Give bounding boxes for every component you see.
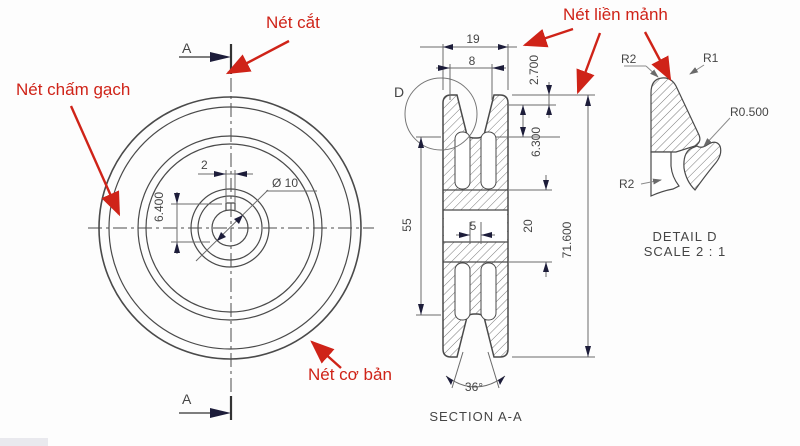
- dim-groove-angle: 36°: [465, 380, 483, 394]
- arrow: [214, 171, 226, 177]
- arrow: [498, 376, 505, 385]
- arrow-thin-line-3: [643, 31, 672, 82]
- arrow: [234, 215, 243, 224]
- detail-lower-fillet: [650, 151, 680, 197]
- dim-outer-diameter: 71.600: [560, 221, 574, 258]
- arrow: [443, 44, 453, 50]
- dim-radius-top-left: R2: [621, 52, 637, 66]
- dim-overall-width: 19: [466, 32, 480, 46]
- bore-diameter-leader: [195, 189, 269, 262]
- section-marker-top: A: [182, 40, 192, 56]
- dim-rim-land: 2.700: [527, 55, 541, 85]
- arrow: [585, 346, 591, 357]
- front-view-dimensions: [171, 170, 317, 262]
- arrow: [438, 65, 450, 71]
- dim-radius-top-right: R1: [703, 51, 719, 65]
- leader-r2-bottom: [640, 178, 662, 185]
- angle-leg: [451, 351, 464, 389]
- arrow: [543, 262, 549, 272]
- arrow: [543, 180, 549, 190]
- arrow-thin-line-2: [576, 32, 602, 95]
- annotation-basic-line-label: Nét cơ bản: [308, 365, 392, 384]
- web-slot: [454, 131, 471, 190]
- cut-arrow-head-bottom: [210, 408, 231, 418]
- arrow-basic-line: [310, 340, 342, 369]
- leader-r0500: [703, 117, 731, 147]
- dim-groove-diameter: 55: [400, 218, 414, 232]
- arrow: [492, 65, 504, 71]
- dim-radius-fillet: R0.500: [730, 105, 769, 119]
- arrow: [520, 127, 526, 137]
- arrow: [520, 105, 526, 115]
- arrow: [546, 105, 552, 115]
- arrow: [481, 232, 492, 238]
- arrow: [418, 304, 424, 315]
- annotation-cut-line-label: Nét cắt: [266, 13, 320, 32]
- arrow: [446, 376, 453, 385]
- dim-bore-diameter: Ø 10: [272, 176, 298, 190]
- detail-title: DETAIL D: [652, 229, 717, 244]
- arrow: [459, 232, 470, 238]
- bore-band: [444, 210, 507, 242]
- corner-strip: [0, 438, 48, 446]
- detail-scale: SCALE 2 : 1: [644, 244, 727, 259]
- section-marker-bottom: A: [182, 391, 192, 407]
- section-view: D: [394, 77, 509, 358]
- arrow: [585, 95, 591, 106]
- web-slot: [454, 262, 471, 321]
- dim-groove-depth: 6.300: [529, 127, 543, 157]
- arrow-thin-line-1: [522, 27, 574, 48]
- arrow: [498, 44, 508, 50]
- detail-fin: [683, 141, 722, 191]
- leader-r1: [689, 64, 705, 75]
- detail-view: R2 R1 R0.500 R2 DETAIL D SCALE 2 : 1: [619, 51, 769, 259]
- leader-r2-top: [645, 65, 659, 78]
- arrow: [174, 242, 180, 253]
- dim-keyway-width: 2: [201, 158, 208, 172]
- dim-hub-width: 8: [469, 54, 476, 68]
- section-title: SECTION A-A: [429, 409, 522, 424]
- annotation-dash-dot-line-label: Nét chấm gạch: [16, 80, 131, 99]
- arrow-dash-dot-line: [69, 105, 121, 217]
- detail-circle-D: [404, 77, 478, 151]
- arrow: [217, 232, 226, 241]
- arrow: [174, 193, 180, 204]
- section-dimensions: [416, 44, 595, 389]
- detail-marker: D: [394, 84, 404, 100]
- dim-keyway-depth: 6.400: [152, 192, 166, 222]
- dim-hub-diameter: 20: [521, 219, 535, 233]
- dim-radius-bottom-left: R2: [619, 177, 635, 191]
- front-view: [88, 78, 374, 392]
- arrow: [418, 137, 424, 148]
- arrow: [546, 85, 552, 95]
- annotation-arrows: [69, 27, 672, 369]
- web-slot: [480, 131, 497, 190]
- arrow: [235, 171, 247, 177]
- annotation-thin-line-label: Nét liền mảnh: [563, 5, 668, 24]
- web-slot: [480, 262, 497, 321]
- dim-web-thickness: 5: [470, 219, 477, 233]
- cut-arrow-head-top: [210, 52, 231, 62]
- detail-horn: [650, 77, 701, 153]
- arrow-cut-line: [225, 39, 290, 75]
- angle-leg: [487, 351, 500, 389]
